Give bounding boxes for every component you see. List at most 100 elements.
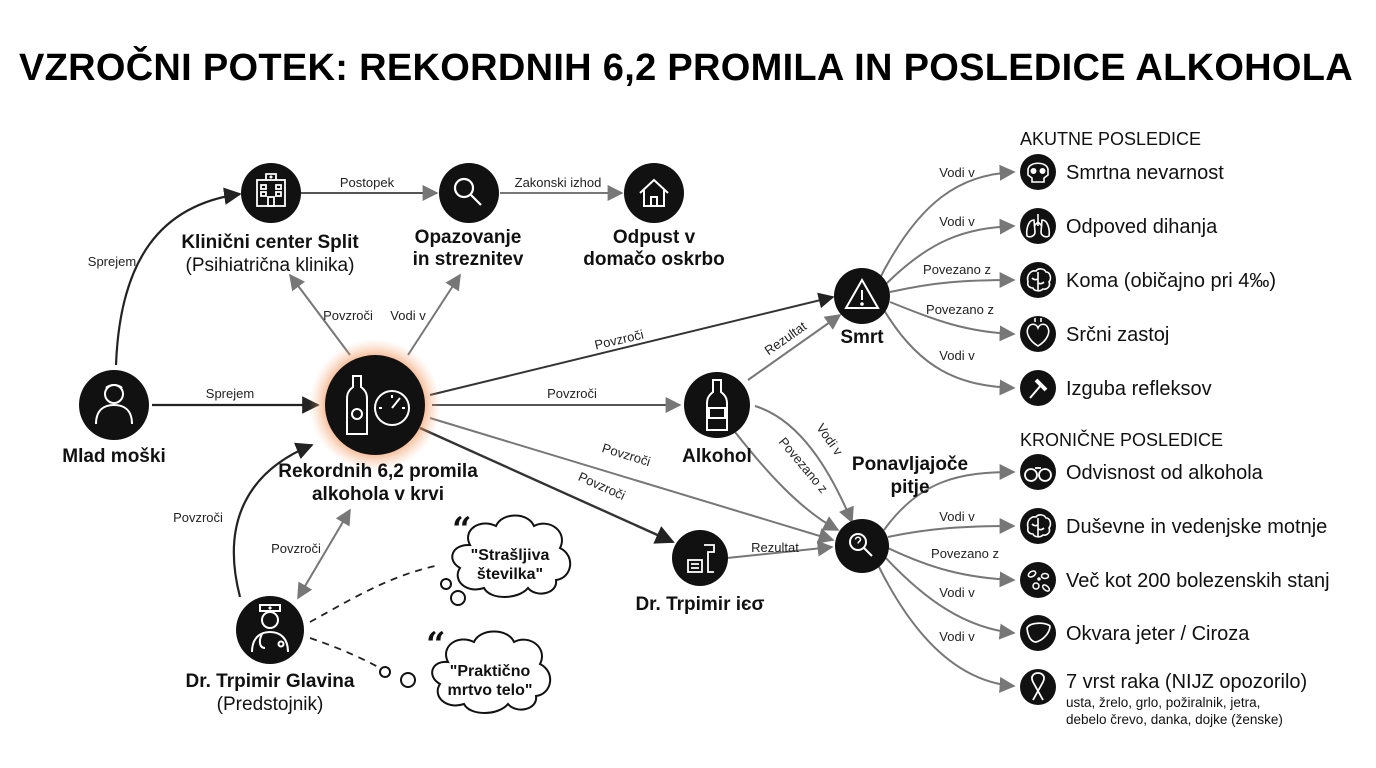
quote-1-line-2: številka" bbox=[477, 566, 543, 583]
node-repeated-drinking: Ponavljajoče pitje bbox=[835, 454, 968, 573]
quote-bubble-2: “ "Praktično mrtvo telo" bbox=[379, 625, 551, 714]
doctor-icon bbox=[251, 604, 289, 653]
edge-label: Sprejem bbox=[206, 386, 254, 401]
edge-doctor-quote-1 bbox=[309, 564, 441, 623]
center-label-1: Rekordnih 6,2 promila bbox=[278, 461, 478, 482]
lungs-icon bbox=[1025, 214, 1051, 238]
edge-center-death bbox=[429, 292, 835, 396]
dr-small-label: Dr. Trpimir iєσ bbox=[635, 594, 764, 615]
hospital-building-icon bbox=[256, 173, 286, 207]
edge-label: Vodi v bbox=[390, 308, 426, 323]
node-observation: Opazovanje in streznitev bbox=[413, 163, 524, 270]
death-label: Smrt bbox=[840, 327, 884, 348]
warning-icon bbox=[844, 277, 880, 309]
quote-mark-icon: “ bbox=[452, 510, 472, 550]
person-icon bbox=[95, 384, 133, 425]
handcuffs-icon bbox=[1024, 467, 1052, 482]
alcohol-label: Alkohol bbox=[682, 446, 752, 467]
node-alcohol: Alkohol bbox=[682, 372, 752, 467]
edge-death-acute-2 bbox=[884, 218, 1016, 286]
observation-label-1: Opazovanje bbox=[415, 227, 522, 248]
edge-repeated-chronic-3 bbox=[887, 547, 1016, 588]
edge-alcohol-death bbox=[747, 314, 842, 381]
observation-label-2: in streznitev bbox=[413, 249, 524, 270]
node-doctor: Dr. Trpimir Glavina (Predstojnik) bbox=[186, 596, 355, 715]
acute-consequences: AKUTNE POSLEDICE Vodi v Smrtna nevarnost… bbox=[923, 129, 1276, 406]
cancer-ribbon-icon bbox=[1031, 672, 1045, 701]
kcs-label: Klinični center Split bbox=[181, 232, 359, 253]
edge-man-kcs bbox=[114, 187, 242, 366]
quote-mark-icon: “ bbox=[426, 625, 446, 665]
acute-item-label: Odpoved dihanja bbox=[1066, 216, 1218, 238]
node-discharge: Odpust v domačo oskrbo bbox=[583, 163, 725, 270]
lab-equipment-icon bbox=[687, 544, 715, 573]
discharge-label-1: Odpust v bbox=[613, 227, 696, 248]
liver-icon bbox=[1026, 622, 1051, 643]
repeated-label-1: Ponavljajoče bbox=[852, 454, 968, 475]
edge-label: Sprejem bbox=[88, 254, 136, 269]
magnifier-icon bbox=[453, 177, 482, 206]
edge-center-repeated bbox=[429, 417, 835, 544]
quote-bubble-1: “ "Strašljiva številka" bbox=[440, 510, 571, 606]
edge-center-kcs bbox=[289, 273, 351, 356]
node-kcs: Klinični center Split (Psihiatrična klin… bbox=[181, 163, 359, 276]
edge-doctor-center-outer bbox=[232, 442, 314, 598]
chronic-item-label: 7 vrst raka (NIJZ opozorilo) bbox=[1066, 671, 1307, 693]
node-young-man: Mlad moški bbox=[62, 370, 166, 467]
chronic-item-label: Odvisnost od alkohola bbox=[1066, 462, 1264, 484]
bottle-icon bbox=[706, 379, 728, 431]
quote-2-line-2: mrtvo telo" bbox=[448, 682, 533, 699]
edge-alcohol-repeated-b bbox=[734, 431, 840, 531]
edges bbox=[114, 164, 1016, 693]
doctor-label: Dr. Trpimir Glavina bbox=[186, 671, 355, 692]
edge-label: Povzroči bbox=[576, 469, 628, 503]
edge-label: Vodi v bbox=[813, 421, 846, 459]
kcs-sublabel: (Psihiatrična klinika) bbox=[186, 255, 355, 276]
reflex-hammer-icon bbox=[1029, 378, 1048, 399]
chronic-consequences: KRONIČNE POSLEDICE Odvisnost od alkohola… bbox=[931, 429, 1329, 727]
edge-label: Povzroči bbox=[323, 308, 373, 323]
edge-label: Povzroči bbox=[173, 510, 223, 525]
acute-item-label: Koma (običajno pri 4‰) bbox=[1066, 270, 1276, 292]
doctor-sublabel: (Predstojnik) bbox=[217, 694, 324, 715]
young-man-label: Mlad moški bbox=[62, 446, 165, 467]
chronic-item-label: Več kot 200 bolezenskih stanj bbox=[1066, 570, 1330, 592]
bacteria-icon bbox=[1027, 570, 1051, 592]
edge-label: Povzroči bbox=[271, 541, 321, 556]
acute-edge-label: Povezano z bbox=[923, 262, 991, 277]
edge-repeated-chronic-4 bbox=[883, 555, 1016, 640]
acute-item-label: Srčni zastoj bbox=[1066, 324, 1169, 346]
chronic-edge-label: Vodi v bbox=[939, 585, 975, 600]
skull-icon bbox=[1027, 162, 1049, 183]
edge-doctor-center-inner bbox=[297, 508, 351, 600]
magnifier-question-icon bbox=[849, 533, 873, 557]
edge-center-drsmall bbox=[419, 426, 675, 544]
node-dr-small: Dr. Trpimir iєσ bbox=[635, 530, 765, 615]
edge-label: Zakonski izhod bbox=[515, 175, 602, 190]
acute-edge-label: Vodi v bbox=[939, 165, 975, 180]
acute-heading: AKUTNE POSLEDICE bbox=[1020, 129, 1201, 149]
chronic-edge-label: Vodi v bbox=[939, 509, 975, 524]
edge-label: Rezultat bbox=[751, 540, 799, 555]
edge-label: Postopek bbox=[340, 175, 395, 190]
chronic-item-sublabel: debelo črevo, danka, dojke (ženske) bbox=[1066, 712, 1283, 727]
chronic-edge-label: Vodi v bbox=[939, 629, 975, 644]
chronic-item-label: Okvara jeter / Ciroza bbox=[1066, 623, 1250, 645]
edge-repeated-chronic-2 bbox=[887, 518, 1016, 538]
edge-alcohol-repeated-a bbox=[754, 405, 854, 524]
acute-edge-label: Povezano z bbox=[926, 302, 994, 317]
chronic-item-label: Duševne in vedenjske motnje bbox=[1066, 516, 1327, 538]
bottle-gauge-icon bbox=[346, 375, 410, 435]
node-center-bac: Rekordnih 6,2 promila alkohola v krvi bbox=[278, 339, 478, 505]
acute-item-label: Izguba refleksov bbox=[1066, 378, 1212, 400]
edge-drsmall-repeated bbox=[726, 540, 834, 559]
repeated-label-2: pitje bbox=[890, 477, 929, 498]
edge-center-observation bbox=[407, 273, 461, 356]
acute-edge-label: Vodi v bbox=[939, 348, 975, 363]
edge-repeated-chronic-1 bbox=[883, 464, 1016, 531]
node-death: Smrt bbox=[834, 268, 890, 348]
edge-label: Rezultat bbox=[762, 318, 810, 358]
edge-repeated-chronic-5 bbox=[877, 564, 1016, 693]
brain-icon bbox=[1026, 514, 1052, 538]
